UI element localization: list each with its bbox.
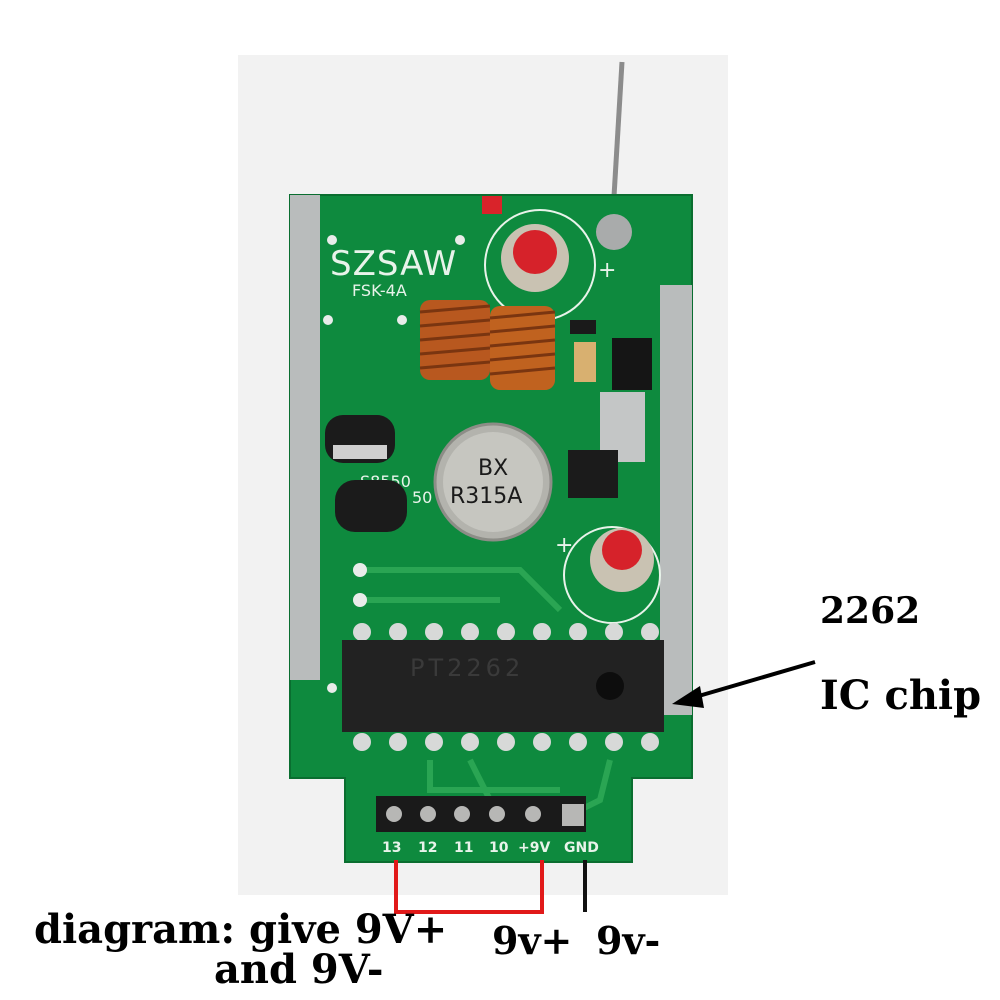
diagram-caption-line2: and 9V- — [214, 946, 384, 993]
ic-pins-bottom — [353, 733, 659, 751]
pin-label-11: 11 — [454, 840, 473, 856]
smd-component — [568, 450, 618, 498]
smd-resistor — [570, 320, 596, 334]
ic-pins-top — [353, 623, 659, 641]
smd-transistor — [612, 338, 652, 390]
positive-terminal-label: 9v+ — [492, 918, 573, 963]
ic-notch — [596, 672, 624, 700]
coil-right — [489, 306, 556, 390]
trimmer-rotor — [513, 230, 557, 274]
saw-resonator — [433, 422, 553, 542]
negative-terminal-label: 9v- — [596, 918, 661, 963]
board-brand: SZSAW — [330, 244, 457, 284]
chip-type-label: IC chip — [820, 672, 982, 719]
pcb-traces — [360, 567, 613, 813]
pcb-via — [353, 563, 367, 577]
transistor-lower — [335, 480, 407, 532]
led-indicator — [482, 196, 502, 214]
pin-label-13: 13 — [382, 840, 401, 856]
board-model: FSK-4A — [352, 281, 407, 300]
wire-positive — [394, 860, 544, 914]
annotation-arrowhead — [672, 686, 704, 708]
polarity-plus-mark: + — [598, 258, 616, 283]
transistor-label-2: 50 — [412, 488, 432, 507]
pin-label-12: 12 — [418, 840, 437, 856]
annotation-arrow — [684, 660, 816, 702]
pin-header — [376, 796, 586, 832]
pcb-hole — [397, 315, 407, 325]
smd-diode — [574, 342, 596, 382]
polarity-plus-mark-lower: + — [555, 533, 573, 558]
pcb-via — [353, 593, 367, 607]
diagram-caption-line1: diagram: give 9V+ — [34, 906, 448, 953]
pcb-hole — [323, 315, 333, 325]
ground-plane-left — [290, 195, 320, 680]
antenna-pad — [596, 214, 632, 250]
trimmer-outline-lower — [563, 526, 661, 624]
pin-label-gnd: GND — [564, 840, 599, 856]
resonator-label-2: R315A — [450, 484, 522, 509]
pcb-hole — [327, 683, 337, 693]
coil-left — [419, 300, 491, 380]
transistor-s8550 — [325, 415, 395, 463]
ground-plane-right — [660, 285, 692, 715]
pcb-hole — [327, 235, 337, 245]
resonator-label-1: BX — [478, 456, 508, 481]
pin-label-10: 10 — [489, 840, 509, 856]
chip-number-label: 2262 — [820, 590, 921, 632]
pcb-hole — [455, 235, 465, 245]
pin-label-9v: +9V — [518, 840, 550, 856]
pin-header-gnd — [562, 804, 584, 826]
trimmer-rotor-lower — [602, 530, 642, 570]
ic-chip-marking: PT2262 — [410, 654, 524, 682]
pin-header-pins — [386, 806, 541, 822]
